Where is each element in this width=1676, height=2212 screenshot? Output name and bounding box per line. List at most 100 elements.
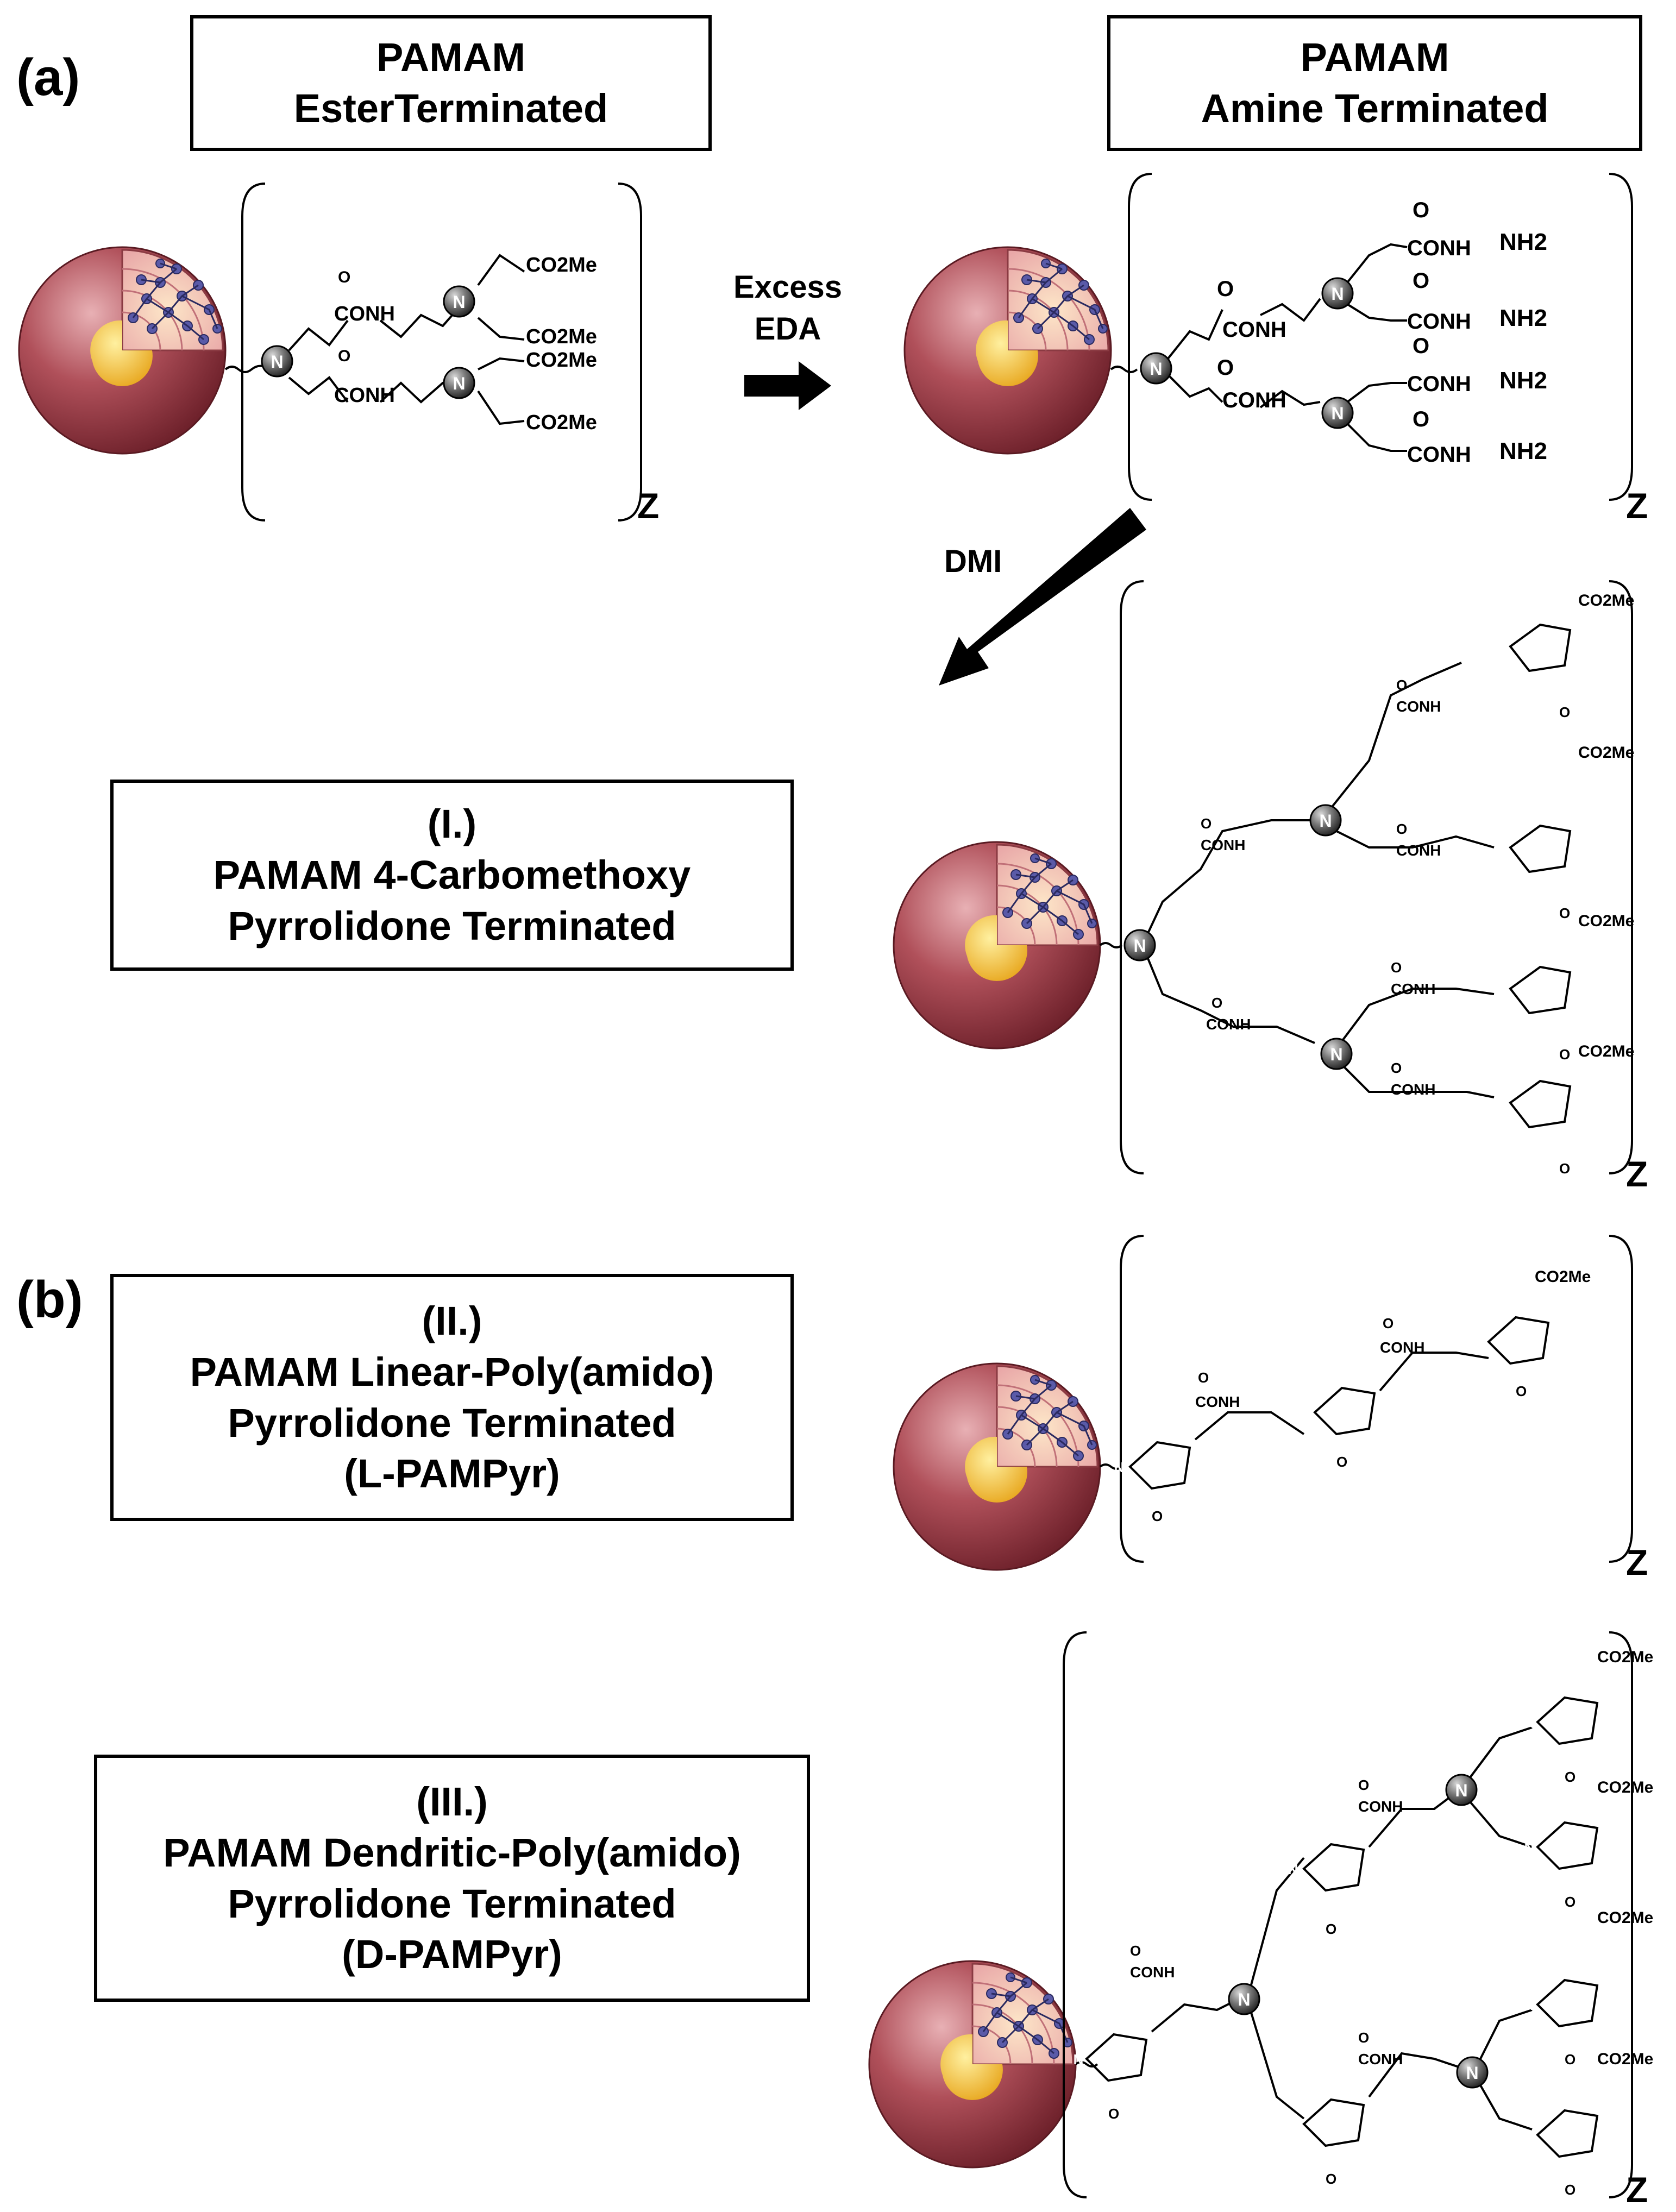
atom-label-o: O — [1336, 1454, 1347, 1470]
atom-label-n: N — [1288, 1861, 1298, 1877]
atom-label-conh: CONH — [1206, 1016, 1251, 1033]
atom-label-o: O — [1358, 1777, 1369, 1793]
atom-label-o: O — [1559, 1046, 1570, 1063]
atom-label-n: N — [1473, 1334, 1483, 1350]
box-line: (III.) — [416, 1779, 488, 1824]
atom-label-o: O — [1326, 1921, 1336, 1937]
atom-label-co2me: CO2Me — [526, 254, 597, 276]
panel-label-a: (a) — [16, 48, 80, 106]
box-line: (I.) — [427, 801, 477, 847]
atom-label-n: N — [1500, 1101, 1510, 1117]
atom-label-o: O — [1565, 2051, 1575, 2068]
atom-label-n: N — [1524, 1714, 1535, 1731]
atom-label-co2me: CO2Me — [526, 325, 597, 348]
atom-label-nh2: NH2 — [1499, 438, 1547, 464]
box-line: EsterTerminated — [293, 86, 608, 131]
atom-label-nh2: NH2 — [1499, 229, 1547, 255]
box-line: Pyrrolidone Terminated — [228, 903, 676, 948]
dendrimer-core-sphere — [903, 246, 1112, 455]
box-line: PAMAM Dendritic-Poly(amido) — [163, 1830, 741, 1875]
box-line: PAMAM — [376, 35, 526, 80]
atom-label-conh: CONH — [1407, 236, 1471, 260]
atom-label-o: O — [1217, 277, 1234, 301]
box-line: Pyrrolidone Terminated — [228, 1400, 676, 1446]
atom-label-n: N — [1074, 2051, 1084, 2068]
atom-label-o: O — [1516, 1383, 1527, 1399]
dendrimer-core-sphere — [18, 246, 227, 455]
reagent-line: EDA — [754, 311, 821, 347]
atom-label-o: O — [1559, 905, 1570, 921]
dendritic-pampyr-box: (III.) PAMAM Dendritic-Poly(amido) Pyrro… — [94, 1755, 810, 2002]
box-line: (II.) — [422, 1298, 482, 1343]
atom-label-n: N — [1524, 1997, 1535, 2013]
atom-label-o: O — [1565, 1769, 1575, 1785]
atom-label-o: O — [1212, 995, 1222, 1011]
atom-label-n: N — [1455, 1781, 1467, 1800]
eda-reaction-arrow — [744, 361, 831, 410]
atom-label-conh: CONH — [1391, 981, 1435, 997]
atom-label-co2me: CO2Me — [1597, 1779, 1653, 1796]
atom-label-conh: CONH — [334, 303, 395, 325]
atom-label-o: O — [1391, 1060, 1402, 1076]
atom-label-o: O — [1201, 815, 1212, 832]
atom-label-o: O — [1383, 1315, 1393, 1331]
atom-label-o: O — [1413, 407, 1429, 431]
atom-label-co2me: CO2Me — [1597, 1909, 1653, 1927]
atom-label-co2me: CO2Me — [1578, 1042, 1634, 1060]
atom-label-n: N — [1150, 359, 1162, 379]
panel-label-b: (b) — [16, 1271, 83, 1329]
atom-label-n: N — [1466, 2063, 1478, 2083]
atom-label-o: O — [338, 268, 350, 286]
dendrimer-core-sphere — [893, 841, 1101, 1050]
atom-label-n: N — [453, 292, 465, 312]
atom-label-n: N — [1114, 1459, 1125, 1475]
atom-label-o: O — [1413, 334, 1429, 358]
atom-label-n: N — [1524, 1839, 1535, 1856]
atom-label-o: O — [1396, 677, 1407, 693]
atom-label-co2me: CO2Me — [526, 349, 597, 372]
dendrimer-core-sphere — [868, 1960, 1077, 2169]
atom-label-conh: CONH — [334, 384, 395, 407]
atom-label-o: O — [1559, 1160, 1570, 1177]
atom-label-o: O — [1565, 1894, 1575, 1910]
atom-label-o: O — [1391, 959, 1402, 976]
atom-label-n: N — [1330, 1045, 1342, 1064]
atom-label-o: O — [1326, 2171, 1336, 2187]
atom-label-o: O — [1198, 1369, 1209, 1386]
atom-label-o: O — [1152, 1508, 1163, 1524]
atom-label-conh: CONH — [1130, 1964, 1175, 1981]
atom-label-conh: CONH — [1396, 842, 1441, 859]
dmi-reagent-label: DMI — [944, 544, 1002, 579]
atom-label-co2me: CO2Me — [1578, 912, 1634, 930]
atom-label-n: N — [453, 374, 465, 393]
atom-label-nh2: NH2 — [1499, 367, 1547, 394]
atom-label-n: N — [1319, 811, 1332, 831]
atom-label-nh2: NH2 — [1499, 305, 1547, 331]
atom-label-o: O — [1413, 269, 1429, 293]
atom-label-n: N — [1500, 644, 1510, 661]
atom-label-co2me: CO2Me — [1578, 744, 1634, 762]
atom-label-conh: CONH — [1380, 1339, 1424, 1356]
dendrimer-core-sphere — [893, 1362, 1101, 1571]
atom-label-o: O — [1358, 2029, 1369, 2046]
atom-label-conh: CONH — [1391, 1081, 1435, 1098]
box-line: PAMAM 4-Carbomethoxy — [213, 852, 691, 898]
atom-label-o: O — [1130, 1943, 1141, 1959]
box-line: PAMAM — [1300, 35, 1449, 80]
atom-label-conh: CONH — [1201, 837, 1245, 853]
atom-label-n: N — [1133, 936, 1146, 956]
atom-label-co2me: CO2Me — [1535, 1268, 1591, 1286]
box-line: Amine Terminated — [1201, 86, 1549, 131]
atom-label-n: N — [1524, 2127, 1535, 2144]
atom-label-co2me: CO2Me — [1578, 592, 1634, 609]
atom-label-n: N — [1288, 2116, 1298, 2133]
box-line: (L-PAMPyr) — [344, 1451, 560, 1497]
atom-label-conh: CONH — [1222, 388, 1286, 412]
atom-label-conh: CONH — [1407, 443, 1471, 467]
atom-label-n: N — [1299, 1405, 1309, 1421]
atom-label-n: N — [1331, 404, 1344, 423]
atom-label-conh: CONH — [1396, 698, 1441, 715]
z-subscript: Z — [1626, 2170, 1648, 2210]
